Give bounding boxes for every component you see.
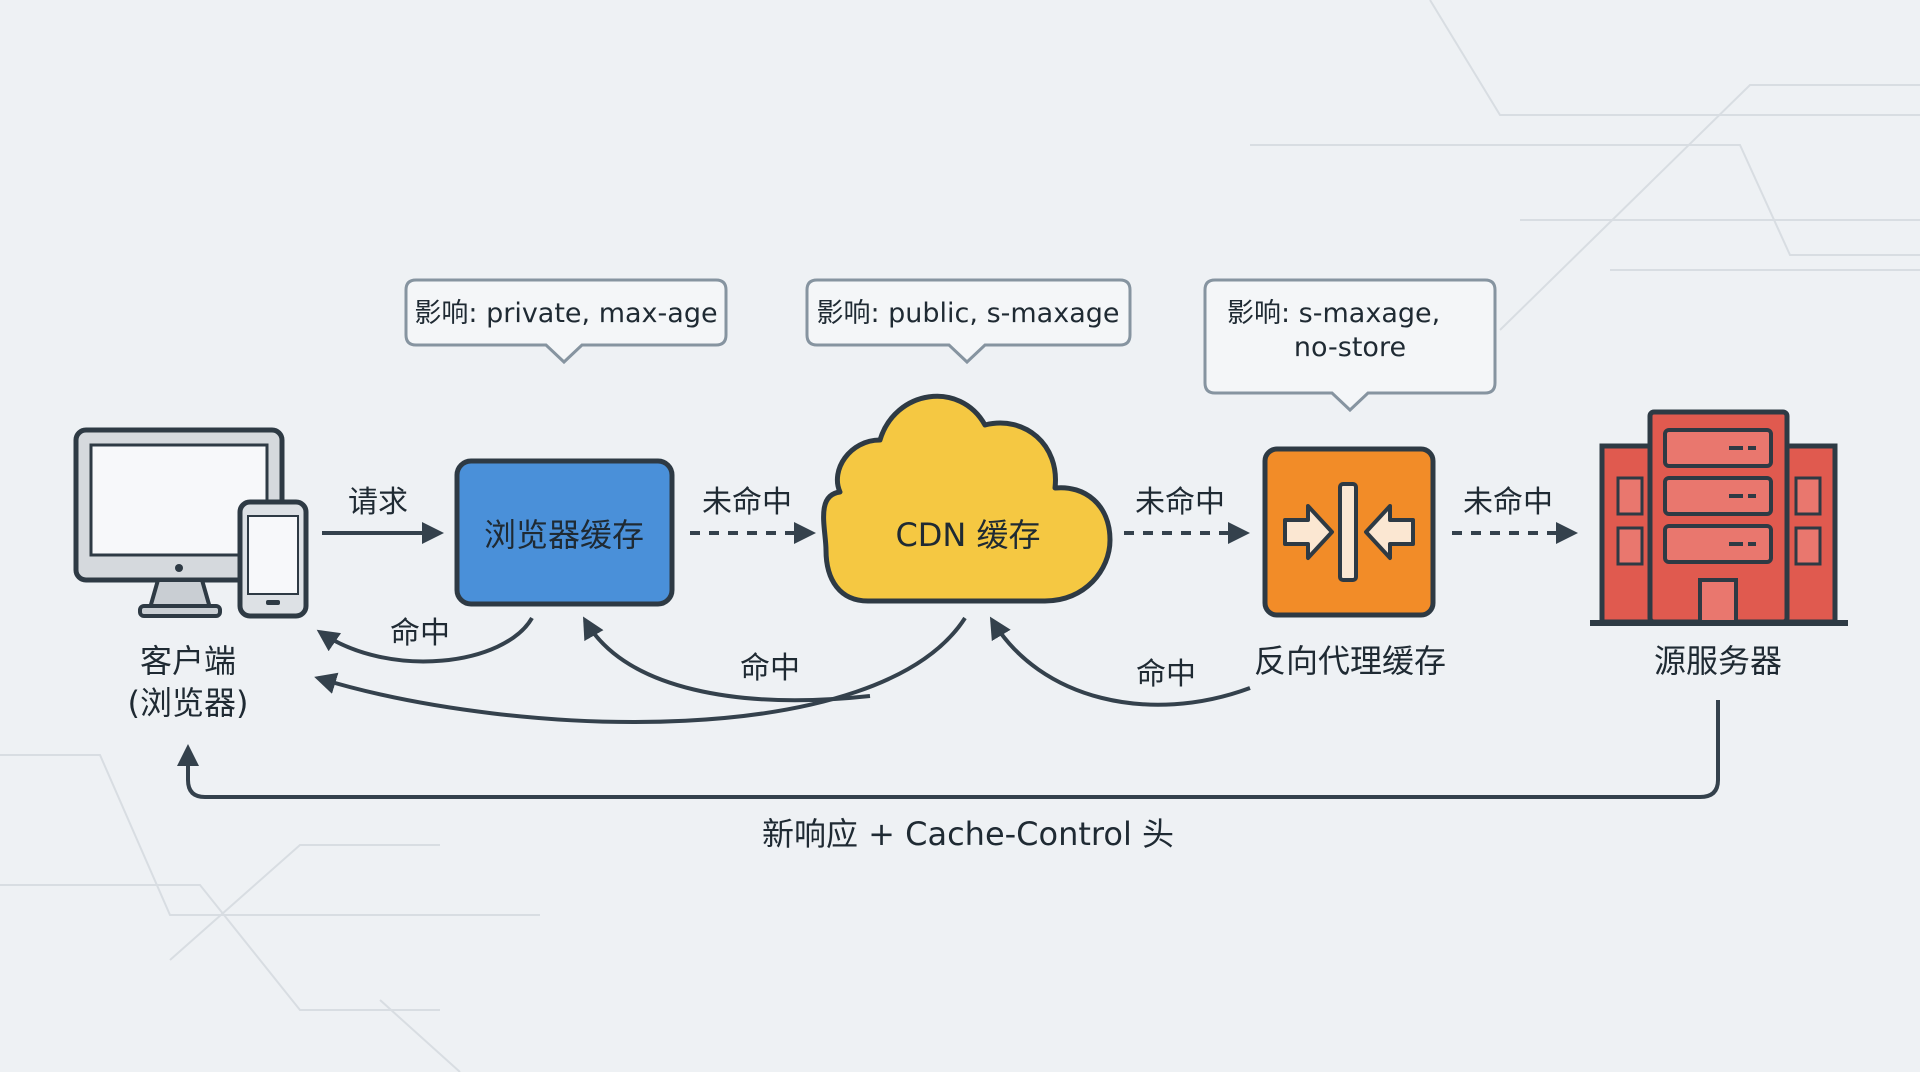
arrow-hit-browser bbox=[316, 616, 534, 664]
arrow-response-label: 新响应 + Cache-Control 头 bbox=[762, 815, 1174, 853]
bubble-browser-cache: 影响: private, max-age bbox=[404, 278, 728, 365]
browser-cache-label: 浏览器缓存 bbox=[484, 516, 644, 554]
bubble-cdn-cache: 影响: public, s-maxage bbox=[805, 278, 1132, 365]
bubble-proxy-text-1: 影响: s-maxage, bbox=[1227, 298, 1440, 329]
origin-server-icon bbox=[1590, 409, 1848, 626]
reverse-proxy-label: 反向代理缓存 bbox=[1254, 642, 1446, 680]
client-label-line1: 客户端 bbox=[140, 642, 236, 680]
client-label-line2: (浏览器) bbox=[128, 684, 249, 722]
arrow-request-label: 请求 bbox=[348, 485, 408, 520]
client-device-icon bbox=[73, 427, 309, 619]
arrow-hit-proxy-label: 命中 bbox=[1136, 657, 1196, 692]
arrow-hit-cdn-to-client bbox=[314, 616, 967, 724]
arrow-response bbox=[177, 700, 1720, 799]
arrow-in-left-icon bbox=[1283, 504, 1334, 560]
arrow-miss-2-label: 未命中 bbox=[1135, 485, 1225, 520]
bubble-browser-text: 影响: private, max-age bbox=[414, 298, 717, 329]
arrow-hit-proxy bbox=[989, 616, 1251, 707]
reverse-proxy-node bbox=[1262, 446, 1436, 618]
cdn-cache-node: CDN 缓存 bbox=[821, 393, 1113, 604]
arrow-miss-3-label: 未命中 bbox=[1463, 485, 1553, 520]
origin-server-label: 源服务器 bbox=[1654, 642, 1782, 680]
arrow-in-right-icon bbox=[1364, 504, 1415, 560]
browser-cache-node: 浏览器缓存 bbox=[454, 458, 675, 607]
bubble-proxy-text-2: no-store bbox=[1294, 332, 1406, 363]
arrow-hit-browser-label: 命中 bbox=[390, 616, 450, 651]
arrow-miss-1-label: 未命中 bbox=[702, 485, 792, 520]
bubble-cdn-text: 影响: public, s-maxage bbox=[816, 298, 1119, 329]
cdn-cache-label: CDN 缓存 bbox=[895, 516, 1040, 554]
arrow-hit-cdn-label: 命中 bbox=[740, 651, 800, 686]
bubble-reverse-proxy: 影响: s-maxage, no-store bbox=[1203, 278, 1497, 413]
arrow-hit-cdn-to-browser bbox=[583, 616, 871, 703]
